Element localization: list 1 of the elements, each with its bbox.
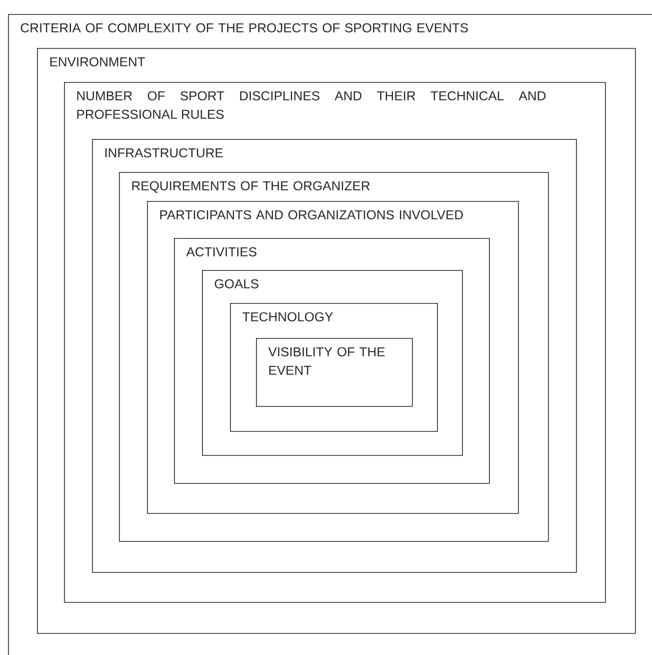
nested-box: VISIBILITY OF THE EVENT [256, 338, 413, 407]
